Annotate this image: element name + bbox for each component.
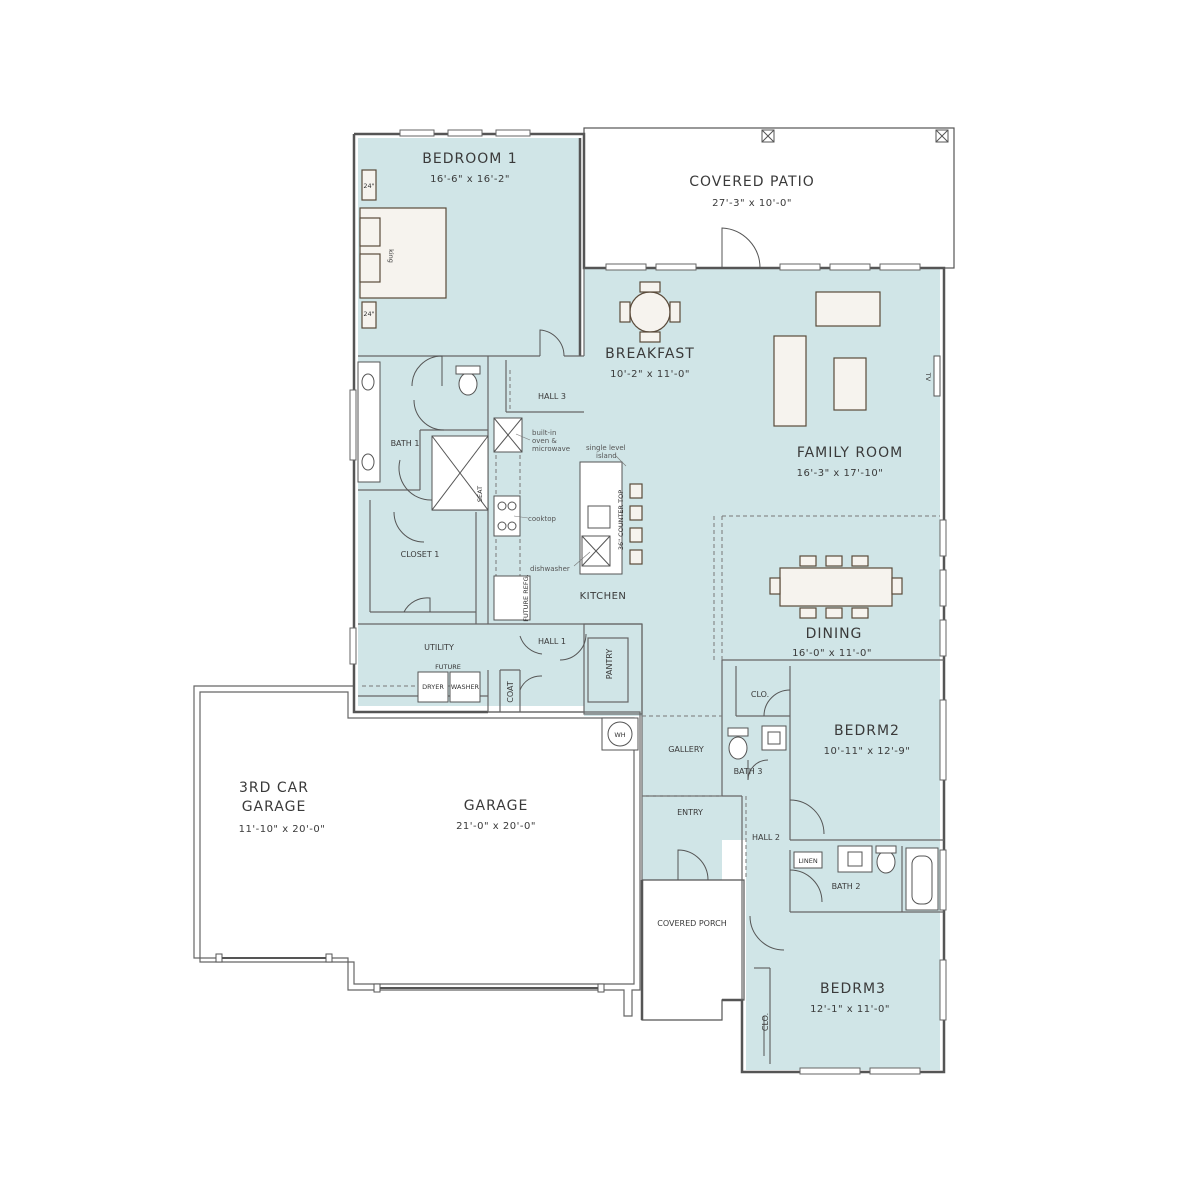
shower-seat-note: SEAT bbox=[476, 486, 484, 502]
doors bbox=[393, 227, 825, 1056]
tv-note: TV bbox=[924, 372, 932, 382]
cooktop-note: cooktop bbox=[528, 515, 556, 523]
bedrm2-dims: 10'-11" x 12'-9" bbox=[824, 746, 911, 757]
family-room-furniture bbox=[773, 291, 941, 427]
hall2-label: HALL 2 bbox=[752, 833, 780, 842]
water-heater bbox=[601, 717, 639, 751]
bedrm2-label: BEDRM2 bbox=[834, 723, 900, 739]
nightstand-bottom-note: 24" bbox=[363, 310, 374, 318]
bath3-label: BATH 3 bbox=[734, 767, 763, 776]
bath1-label: BATH 1 bbox=[391, 439, 420, 448]
counter-top-note: 36" COUNTER TOP bbox=[617, 490, 625, 550]
dining-dims: 16'-0" x 11'-0" bbox=[792, 648, 872, 659]
utility-fixtures bbox=[417, 671, 481, 703]
kitchen-fixtures bbox=[493, 417, 643, 621]
covered-patio bbox=[583, 127, 955, 269]
bath2-label: BATH 2 bbox=[832, 882, 861, 891]
bedrm3-label: BEDRM3 bbox=[820, 981, 886, 997]
dishwasher-note: dishwasher bbox=[530, 565, 570, 573]
kitchen-label: KITCHEN bbox=[580, 591, 627, 602]
gallery-label: GALLERY bbox=[668, 745, 704, 754]
bath3-fixtures bbox=[727, 725, 787, 760]
linen-label: LINEN bbox=[798, 857, 818, 865]
bedrm3-dims: 12'-1" x 11'-0" bbox=[810, 1004, 890, 1015]
dining-label: DINING bbox=[806, 626, 863, 642]
bedroom1-dims: 16'-6" x 16'-2" bbox=[430, 174, 510, 185]
entry-label: ENTRY bbox=[677, 808, 703, 817]
garage-label: GARAGE bbox=[464, 798, 529, 814]
breakfast-dims: 10'-2" x 11'-0" bbox=[610, 369, 690, 380]
breakfast-table bbox=[619, 281, 681, 343]
third-car-garage-label-line2: GARAGE bbox=[242, 799, 307, 815]
hall3-label: HALL 3 bbox=[538, 392, 566, 401]
oven-note-line3: microwave bbox=[532, 445, 570, 453]
future-refrigerator-note: FUTURE REFG. bbox=[522, 574, 530, 621]
king-bed-note: king bbox=[387, 249, 395, 263]
bedrm2-closet-label: CLO. bbox=[751, 690, 769, 699]
family-room-dims: 16'-3" x 17'-10" bbox=[797, 468, 884, 479]
water-heater-label: WH bbox=[614, 731, 625, 739]
family-room-label: FAMILY ROOM bbox=[797, 445, 903, 461]
dryer-label: DRYER bbox=[422, 683, 444, 691]
breakfast-label: BREAKFAST bbox=[605, 346, 695, 362]
windows bbox=[349, 129, 947, 1075]
oven-note-line2: oven & bbox=[532, 437, 557, 445]
coat-label: COAT bbox=[506, 681, 515, 703]
covered-patio-label: COVERED PATIO bbox=[689, 174, 815, 190]
pantry-label: PANTRY bbox=[605, 649, 614, 680]
covered-patio-dims: 27'-3" x 10'-0" bbox=[712, 198, 792, 209]
third-car-garage-dims: 11'-10" x 20'-0" bbox=[239, 824, 326, 835]
room-labels: BEDROOM 1 16'-6" x 16'-2" COVERED PATIO … bbox=[239, 151, 911, 1031]
garage-dims: 21'-0" x 20'-0" bbox=[456, 821, 536, 832]
annotations: king 24" 24" TV built-in oven & microwav… bbox=[363, 182, 932, 739]
hall1-label: HALL 1 bbox=[538, 637, 566, 646]
garage-area bbox=[193, 685, 641, 1017]
nightstand-top-note: 24" bbox=[363, 182, 374, 190]
third-car-garage-label-line1: 3RD CAR bbox=[239, 780, 309, 796]
island-note-line1: single level bbox=[586, 444, 626, 452]
dining-table bbox=[769, 555, 903, 619]
washer-label: WASHER bbox=[451, 683, 480, 691]
exterior-walls bbox=[352, 132, 946, 1074]
bedrm3-closet-label: CLO. bbox=[761, 1013, 770, 1031]
future-note: FUTURE bbox=[435, 663, 461, 671]
oven-note-line1: built-in bbox=[532, 429, 556, 437]
bath1-fixtures bbox=[357, 361, 489, 511]
covered-porch-label: COVERED PORCH bbox=[657, 919, 726, 928]
utility-label: UTILITY bbox=[424, 643, 454, 652]
island-note-line2: island bbox=[596, 452, 617, 460]
closet1-label: CLOSET 1 bbox=[401, 550, 440, 559]
bedroom1-furniture bbox=[359, 169, 447, 329]
bedroom1-label: BEDROOM 1 bbox=[422, 151, 517, 167]
bath2-fixtures bbox=[793, 845, 939, 911]
